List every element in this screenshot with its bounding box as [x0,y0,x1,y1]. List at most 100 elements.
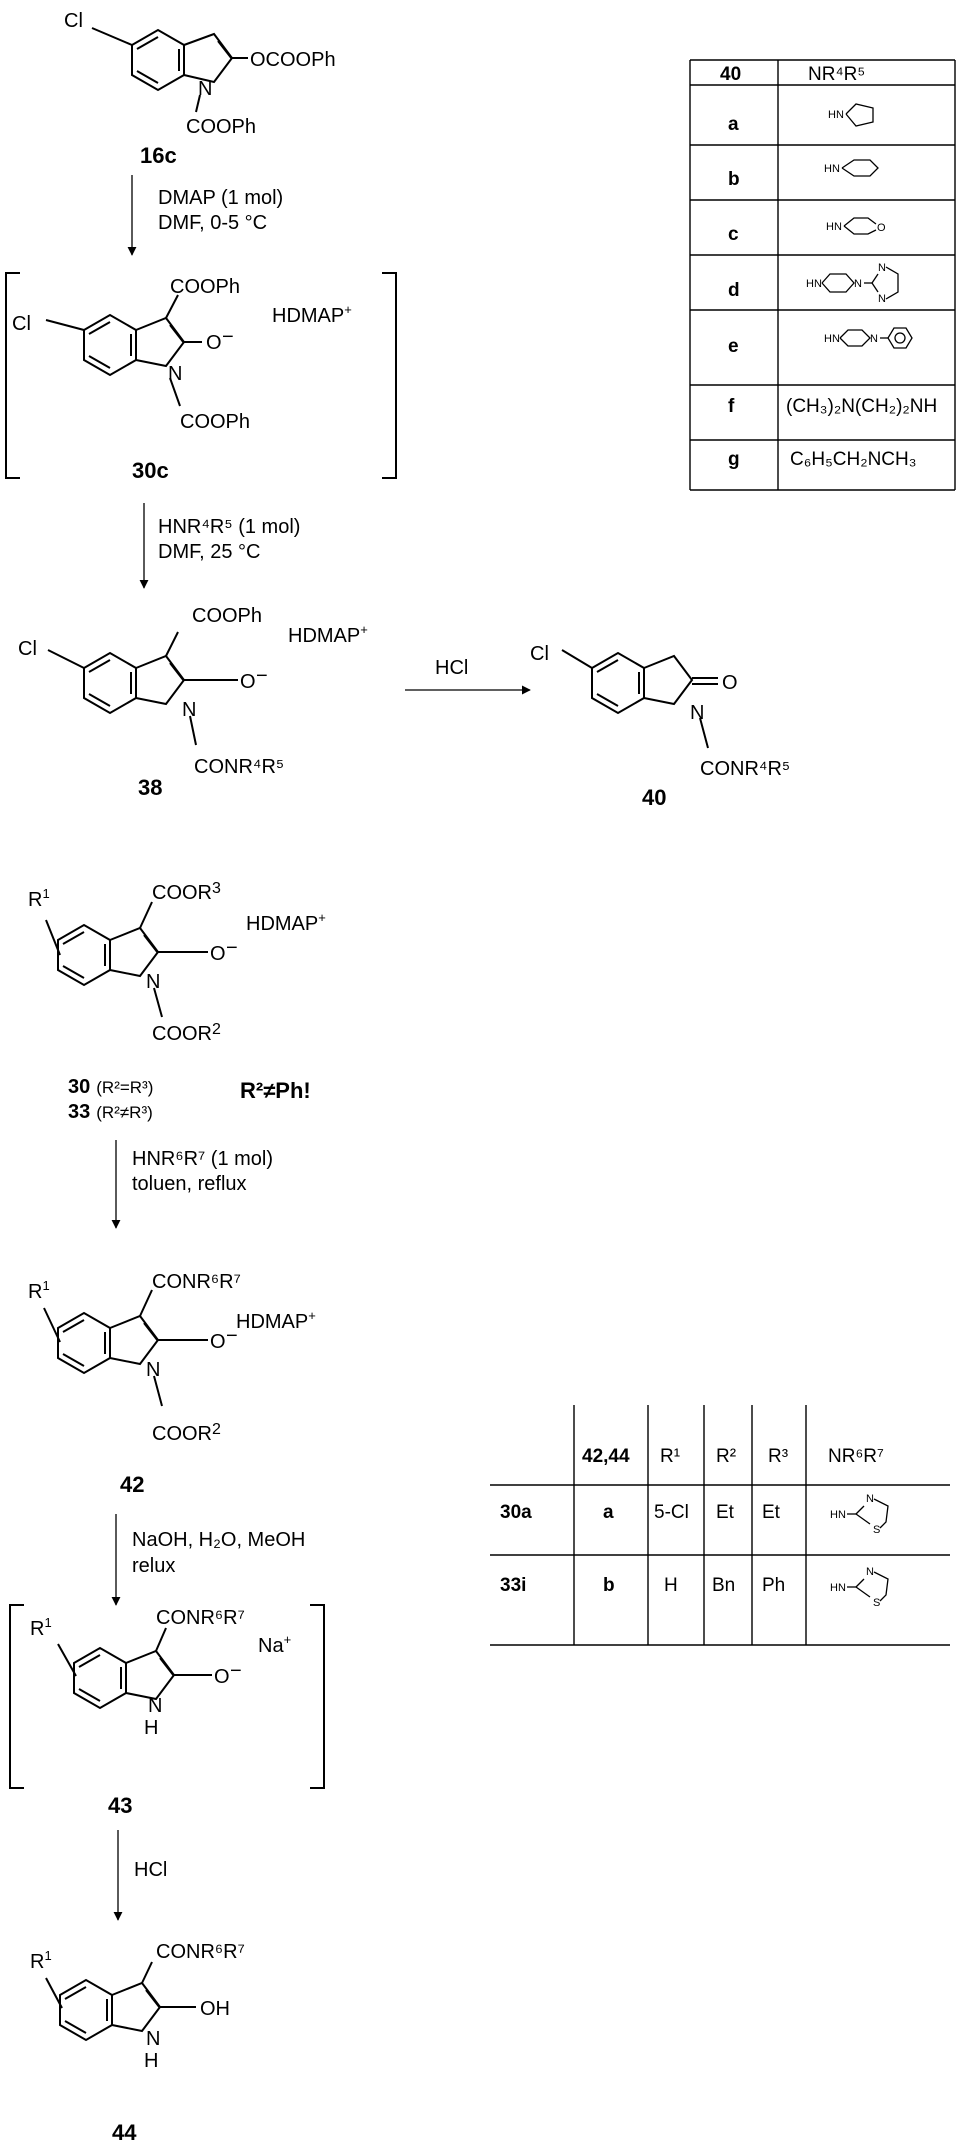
table-header-compound: 40 [720,64,741,85]
negative-charge: − [222,326,234,348]
compound-id: 16c [140,143,177,168]
compound-30c: Cl COOPh O − N COOPh HDMAP+ 30c [5,272,397,483]
oxygen-label: O [210,943,226,965]
counterion-label: HDMAP+ [236,1308,316,1333]
chlorine-label: Cl [18,638,37,660]
condition-5a: NaOH, H₂O, MeOH [132,1529,305,1551]
compound-44: R1 CONR⁶R⁷ OH N H 44 [30,1941,245,2145]
compound-38: Cl COOPh O − N CONR⁴R⁵ HDMAP+ 38 [18,605,368,800]
table-grid [689,59,956,491]
compound-id: 42 [120,1472,144,1497]
table-row: 33i b H Bn Ph HN N S [500,1566,889,1609]
table-header-r3: R³ [768,1446,788,1467]
compound-id: 30c [132,458,169,483]
svg-text:HN: HN [828,109,844,121]
row-id-b: b [728,169,740,190]
negative-charge: − [226,937,238,959]
ester-label: OCOOPh [250,49,336,71]
left-bracket [9,1604,24,1789]
counterion-label: HDMAP+ [246,910,326,935]
negative-charge: − [230,1660,242,1682]
chlorine-label: Cl [64,10,83,32]
n-substituent-label: COOR2 [152,1021,221,1045]
right-bracket [382,272,397,479]
compound-id: 43 [108,1793,132,1818]
compound-id-30: 30(R²=R³) [68,1076,153,1098]
c3-amide-label: CONR⁶R⁷ [156,1607,245,1629]
indole-core [57,1311,160,1375]
carbonyl-oxygen-label: O [722,672,738,694]
r1-bond [43,1307,61,1343]
row-id-f: f [728,396,735,417]
row-id-g: g [728,449,740,470]
svg-text:HN: HN [826,221,842,233]
compound-30-33: R1 COOR3 O − N COOR2 HDMAP+ 30(R²=R³) 33… [28,880,326,1123]
phenylpiperazine-icon: HN N [824,327,913,349]
svg-text:Bn: Bn [712,1575,735,1596]
r1-label: R1 [28,1278,50,1303]
indole-core [83,651,186,715]
r1-bond [45,919,61,956]
nitrogen-label: N [146,1359,160,1381]
n-substituent-label: COOR2 [152,1421,221,1445]
svg-text:N: N [878,262,886,274]
indole-core [131,28,234,92]
oxygen-label: O [206,332,222,354]
table-header-amine: NR⁶R⁷ [828,1446,884,1467]
svg-text:Ph: Ph [762,1575,785,1596]
table-header-amine: NR⁴R⁵ [808,64,865,85]
condition-1b: DMF, 0-5 °C [158,212,267,234]
indole-core [59,1978,162,2042]
n-substituent-label: COOPh [186,116,256,138]
svg-text:HN: HN [830,1509,846,1521]
nitrogen-label: N [182,699,196,721]
svg-text:HN: HN [830,1582,846,1594]
compound-40: Cl O N CONR⁴R⁵ 40 [530,643,790,810]
svg-text:5-Cl: 5-Cl [654,1502,689,1523]
indole-core [57,923,160,987]
table-header-r1: R¹ [660,1446,680,1467]
svg-text:N: N [866,1493,874,1505]
oxygen-label: O [214,1666,230,1688]
oxindole-core [591,651,694,715]
warning-note: R²≠Ph! [240,1078,311,1103]
svg-text:N: N [870,333,878,345]
c3-ester-label: COOR3 [152,880,221,904]
compound-42: R1 CONR⁶R⁷ O − N COOR2 HDMAP+ 42 [28,1271,316,1497]
c3-ester-label: COOPh [170,276,240,298]
amine-f-formula: (CH₃)₂N(CH₂)₂NH [786,396,937,417]
condition-3: HCl [435,657,468,679]
r1-label: R1 [28,886,50,911]
condition-5b: relux [132,1555,175,1577]
svg-text:HN: HN [806,278,822,290]
n-substituent-label: CONR⁴R⁵ [194,756,284,778]
condition-2a: HNR⁴R⁵ (1 mol) [158,516,300,538]
svg-text:N: N [866,1566,874,1578]
condition-2b: DMF, 25 °C [158,541,260,563]
svg-text:N: N [878,293,886,305]
nitrogen-label: N [148,1695,162,1717]
condition-4a: HNR⁶R⁷ (1 mol) [132,1148,273,1170]
table-header-product: 42,44 [582,1446,630,1467]
oxygen-label: O [240,671,256,693]
r1-label: R1 [30,1615,52,1640]
counterion-label: HDMAP+ [288,622,368,647]
svg-text:N: N [854,278,862,290]
right-bracket [310,1604,325,1789]
c3-amide-label: CONR⁶R⁷ [156,1941,245,1963]
chlorine-label: Cl [530,643,549,665]
svg-text:H: H [664,1575,678,1596]
compound-id: 44 [112,2120,137,2145]
counterion-label: Na+ [258,1632,291,1657]
nitrogen-label: N [146,971,160,993]
condition-4b: toluen, reflux [132,1173,247,1195]
pyrimidinylpiperazine-icon: HN N N N [806,262,899,305]
c3-amide-label: CONR⁶R⁷ [152,1271,241,1293]
row-id-d: d [728,280,740,301]
condition-1a: DMAP (1 mol) [158,187,283,209]
pyrrolidine-icon: HN [828,103,874,127]
aminothiazole-icon: HN N S [830,1493,889,1536]
svg-text:30a: 30a [500,1502,532,1523]
nitrogen-label: N [146,2028,160,2050]
r1-bond [57,1643,77,1677]
